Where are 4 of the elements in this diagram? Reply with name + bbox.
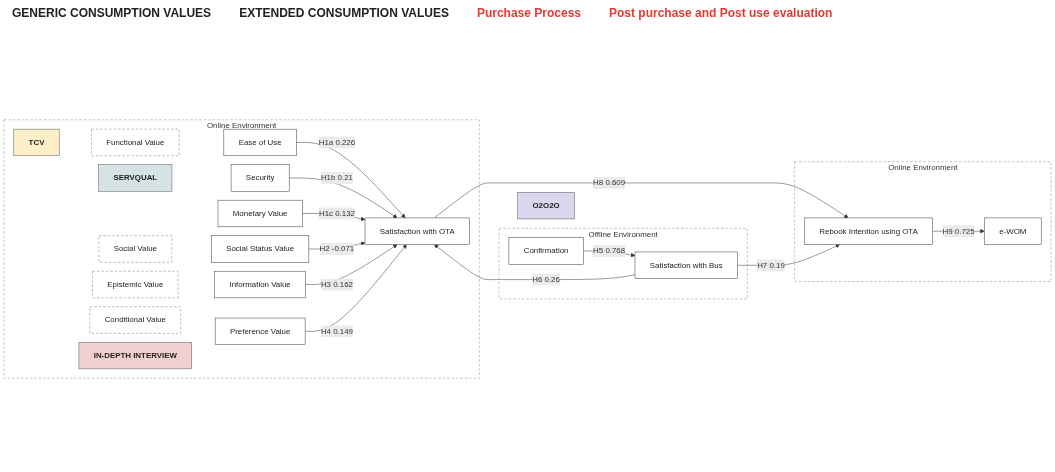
stage-label: Post purchase and Post use evaluation (609, 6, 833, 20)
column-heading: GENERIC CONSUMPTION VALUES (12, 6, 212, 20)
stage-label: Purchase Process (476, 6, 581, 20)
column-heading: EXTENDED CONSUMPTION VALUES (239, 6, 449, 20)
